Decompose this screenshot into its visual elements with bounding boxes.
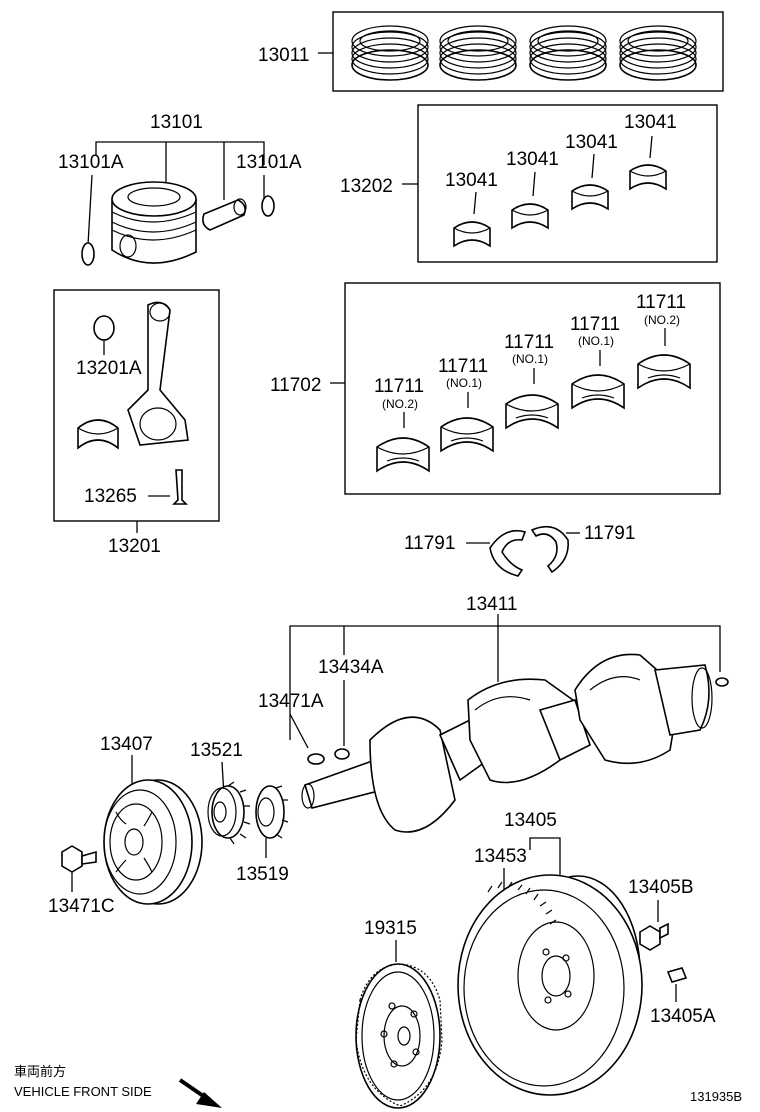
label-conrod-bearing-1[interactable]: 13041 <box>445 170 498 191</box>
label-piston[interactable]: 13101 <box>150 112 203 133</box>
label-flywheel-pin[interactable]: 13405A <box>650 1006 716 1027</box>
label-thrust-washer-left[interactable]: 11791 <box>404 533 455 554</box>
main-bearings-drawing <box>376 354 691 473</box>
label-crankshaft[interactable]: 13411 <box>466 594 517 615</box>
label-conrod-bushing[interactable]: 13201A <box>76 358 142 379</box>
label-conrod-bearing-2[interactable]: 13041 <box>506 149 559 170</box>
label-drive-plate[interactable]: 19315 <box>364 918 417 939</box>
note-main-bearing-5: (NO.2) <box>644 313 680 327</box>
crankshaft-drawing <box>301 653 713 833</box>
label-thrust-washer-right[interactable]: 11791 <box>584 523 635 544</box>
label-conrod-assy[interactable]: 13201 <box>108 536 161 557</box>
note-main-bearing-3: (NO.1) <box>512 352 548 366</box>
snap-ring-left-drawing <box>81 242 95 266</box>
conrod-drawing <box>77 301 189 505</box>
label-main-bearing-2[interactable]: 11711 <box>438 356 488 377</box>
label-straight-pin[interactable]: 13434A <box>318 657 384 678</box>
label-piston-rings[interactable]: 13011 <box>258 45 309 66</box>
label-crank-key[interactable]: 13471A <box>258 691 324 712</box>
label-main-bearing-4[interactable]: 11711 <box>570 314 620 335</box>
vehicle-front-label: VEHICLE FRONT SIDE <box>14 1084 152 1099</box>
note-main-bearing-2: (NO.1) <box>446 376 482 390</box>
label-main-bearing-set[interactable]: 11702 <box>270 375 321 396</box>
label-conrod-bearing-3[interactable]: 13041 <box>565 132 618 153</box>
note-main-bearing-1: (NO.2) <box>382 397 418 411</box>
crank-pulley-drawing <box>103 779 203 905</box>
drive-plate-drawing <box>355 963 443 1109</box>
label-gear-spacer[interactable]: 13519 <box>236 864 289 885</box>
label-flywheel-bolt[interactable]: 13405B <box>628 877 694 898</box>
main-bearing-box <box>344 282 721 495</box>
conrod-bearings-drawing <box>453 164 667 248</box>
pulley-bolt-drawing <box>61 845 97 873</box>
label-crank-pulley[interactable]: 13407 <box>100 734 153 755</box>
piston-drawing <box>111 181 197 264</box>
label-conrod-bolt[interactable]: 13265 <box>84 486 137 507</box>
flywheel-pin-drawing <box>666 967 688 983</box>
label-main-bearing-5[interactable]: 11711 <box>636 292 686 313</box>
label-conrod-bearing-4[interactable]: 13041 <box>624 112 677 133</box>
jp-front-label: 車両前方 <box>14 1064 66 1079</box>
timing-gear-drawing <box>207 781 251 845</box>
label-main-bearing-1[interactable]: 11711 <box>374 376 424 397</box>
label-timing-gear[interactable]: 13521 <box>190 740 243 761</box>
label-snap-ring-right[interactable]: 13101A <box>236 152 302 173</box>
thrust-washers-drawing <box>489 525 569 577</box>
label-main-bearing-3[interactable]: 11711 <box>504 332 554 353</box>
front-arrow-icon <box>178 1078 222 1108</box>
snap-ring-right-drawing <box>261 195 275 217</box>
piston-rings-group <box>351 25 697 81</box>
piston-pin-drawing <box>202 198 247 231</box>
label-conrod-bearing-set[interactable]: 13202 <box>340 176 393 197</box>
note-main-bearing-4: (NO.1) <box>578 334 614 348</box>
label-ring-gear[interactable]: 13453 <box>474 846 527 867</box>
label-snap-ring-left[interactable]: 13101A <box>58 152 124 173</box>
straight-pin-drawing <box>334 677 729 760</box>
flywheel-bolt-drawing <box>639 922 669 951</box>
diagram-code: 131935B <box>690 1089 742 1104</box>
label-flywheel[interactable]: 13405 <box>504 810 557 831</box>
crank-key-drawing <box>307 753 325 765</box>
label-pulley-bolt[interactable]: 13471C <box>48 896 115 917</box>
flywheel-drawing <box>457 874 643 1096</box>
piston-rings-box <box>332 11 724 92</box>
gear-spacer-drawing <box>255 785 289 839</box>
